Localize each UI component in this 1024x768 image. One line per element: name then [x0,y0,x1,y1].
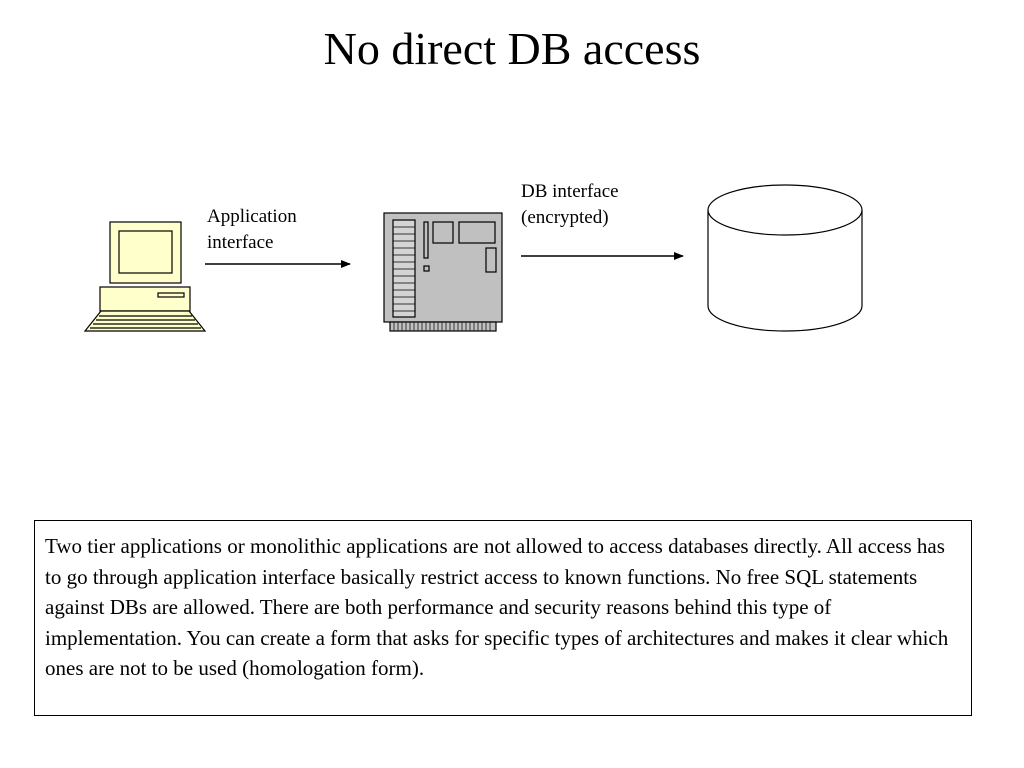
server-icon [383,212,503,332]
db-interface-label-line1: DB interface [521,181,619,202]
database-cylinder-icon [707,184,863,332]
application-interface-label: Application interface [207,204,297,256]
application-interface-label-line1: Application [207,206,297,227]
slide-title: No direct DB access [323,23,701,74]
description-box: Two tier applications or monolithic appl… [34,520,972,716]
client-computer-icon [83,221,207,332]
db-interface-label: DB interface (encrypted) [521,179,619,231]
application-interface-label-line2: interface [207,232,274,253]
db-interface-label-line2: (encrypted) [521,207,609,228]
